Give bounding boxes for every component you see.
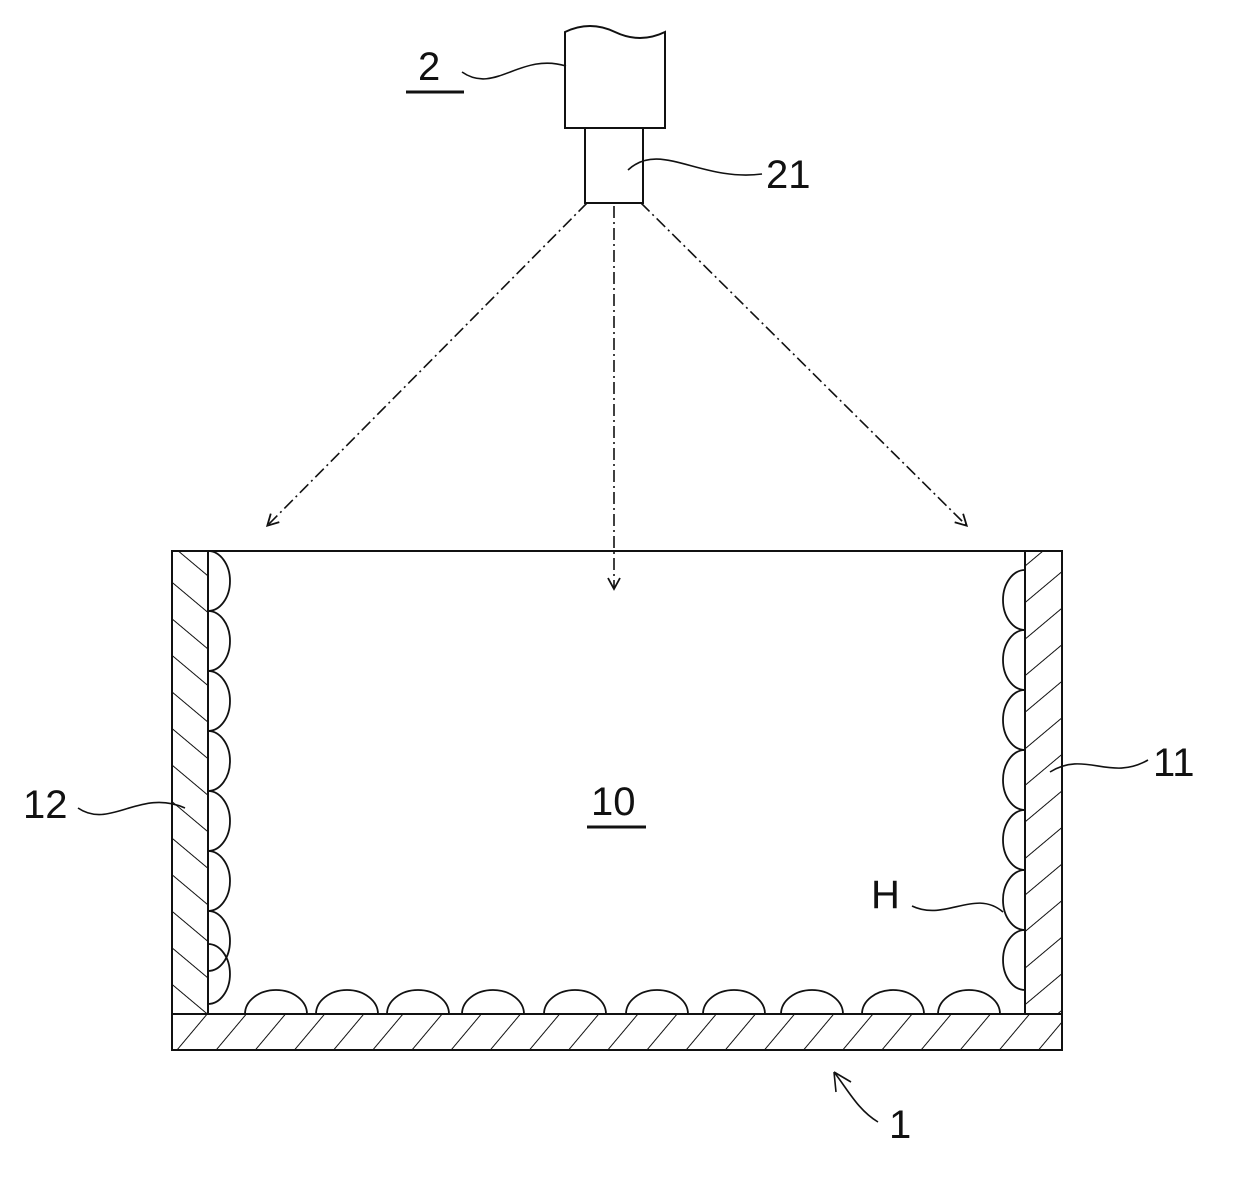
left-wall-deposits [207,550,231,1005]
spray-line-left [265,202,588,528]
label-device: 2 [418,45,440,89]
leader-left-wall [77,801,186,816]
container [171,550,1063,1051]
leader-container-arrowhead [833,1071,852,1093]
left-wall [171,550,209,1015]
leader-right-wall [1049,759,1149,773]
spray-line-right [640,202,969,528]
label-right-wall: 11 [1153,741,1195,785]
spray-lines [265,202,969,591]
label-coating: H [871,873,900,917]
leader-lines [77,62,1149,1123]
spray-nozzle [584,127,644,204]
label-nozzle: 21 [766,153,811,197]
leader-nozzle [627,158,763,176]
device-body [564,25,666,129]
spray-device [564,25,666,204]
leader-container [833,1071,879,1123]
bottom-wall [171,1013,1063,1051]
leader-device [461,62,567,80]
label-container: 1 [889,1103,911,1147]
right-wall-deposits [1002,569,1026,991]
bottom-deposits [244,989,1001,1015]
label-left-wall: 12 [23,783,68,827]
deposits [207,550,1026,1015]
label-space: 10 [591,780,636,824]
leader-coating [911,902,1004,913]
right-wall [1024,550,1063,1015]
